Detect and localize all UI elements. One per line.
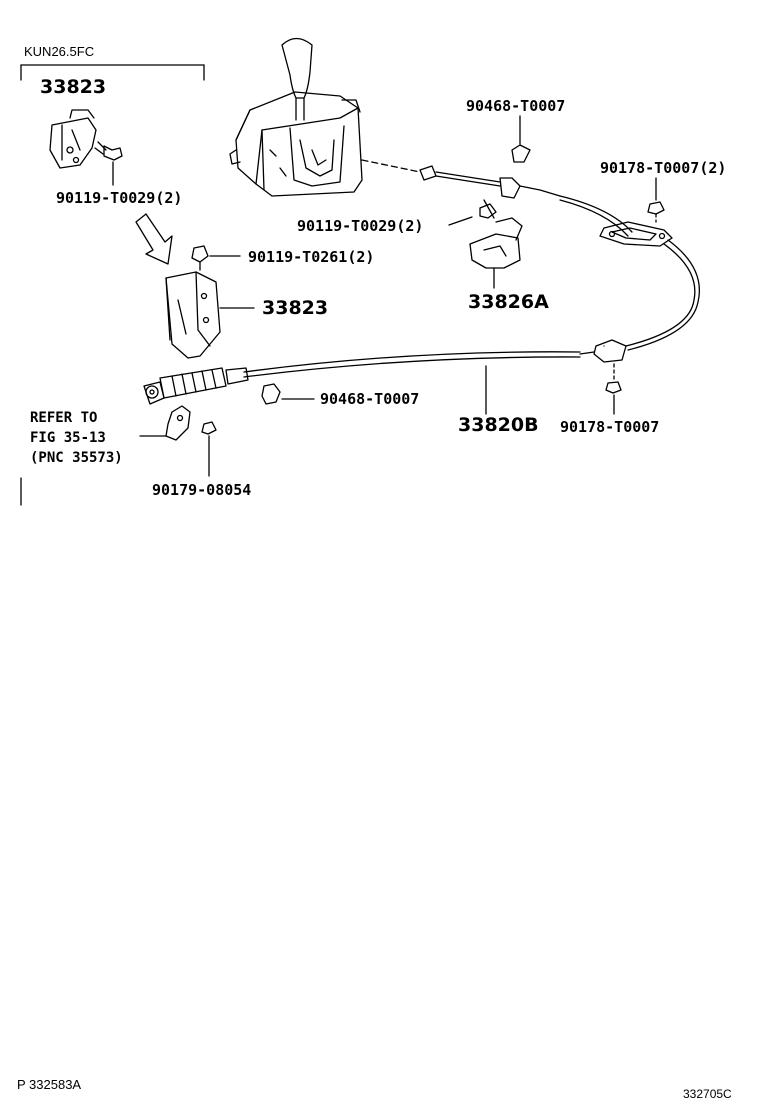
cable-boot-drawing bbox=[143, 367, 249, 405]
nut-bottom-drawing bbox=[201, 421, 217, 477]
shift-lever-assembly-drawing bbox=[229, 37, 363, 197]
bolt-left-drawing bbox=[191, 245, 241, 271]
part-label-nut-lower: 90178-T0007 bbox=[560, 418, 660, 436]
cable-bracket-plate-drawing bbox=[599, 221, 673, 247]
cable-upper-end-drawing bbox=[419, 165, 633, 237]
part-label-nut-upper: 90178-T0007(2) bbox=[600, 159, 727, 177]
part-label-33823-left: 33823 bbox=[262, 297, 329, 319]
cable-loop-drawing bbox=[579, 239, 700, 415]
part-label-bolt-top: 90119-T0029(2) bbox=[56, 189, 183, 207]
refer-line-3: (PNC 35573) bbox=[30, 450, 123, 466]
part-label-bolt-left: 90119-T0261(2) bbox=[248, 248, 375, 266]
part-label-clip-lower: 90468-T0007 bbox=[320, 390, 420, 408]
bolt-mid-drawing bbox=[448, 199, 497, 226]
clip-upper-drawing bbox=[511, 115, 531, 163]
part-label-33826a: 33826A bbox=[468, 291, 549, 313]
footer-left-code: P 332583A bbox=[17, 1077, 82, 1092]
nut-upper-drawing bbox=[647, 177, 665, 223]
bracket-top-drawing bbox=[49, 109, 97, 169]
part-label-33820b: 33820B bbox=[458, 414, 539, 436]
bolt-top-drawing bbox=[94, 141, 123, 186]
direction-arrow-icon bbox=[135, 213, 173, 265]
footer-right-code: 332705C bbox=[683, 1087, 732, 1101]
bracket-left-drawing bbox=[165, 271, 255, 359]
bracket-mid-drawing bbox=[469, 217, 523, 289]
variant-bracket-line bbox=[20, 64, 205, 506]
part-label-33823-top: 33823 bbox=[40, 76, 107, 98]
part-label-bolt-mid: 90119-T0029(2) bbox=[297, 217, 424, 235]
cable-link-dashed bbox=[361, 159, 421, 173]
refer-line-2: FIG 35-13 bbox=[30, 430, 106, 446]
clip-lower-drawing bbox=[261, 383, 315, 405]
clamp-drawing bbox=[139, 405, 191, 441]
variant-label: KUN26.5FC bbox=[24, 44, 95, 59]
part-label-nut-bottom: 90179-08054 bbox=[152, 481, 252, 499]
part-label-clip-upper: 90468-T0007 bbox=[466, 97, 566, 115]
cable-lower-drawing bbox=[243, 351, 581, 415]
refer-line-1: REFER TO bbox=[30, 410, 98, 426]
